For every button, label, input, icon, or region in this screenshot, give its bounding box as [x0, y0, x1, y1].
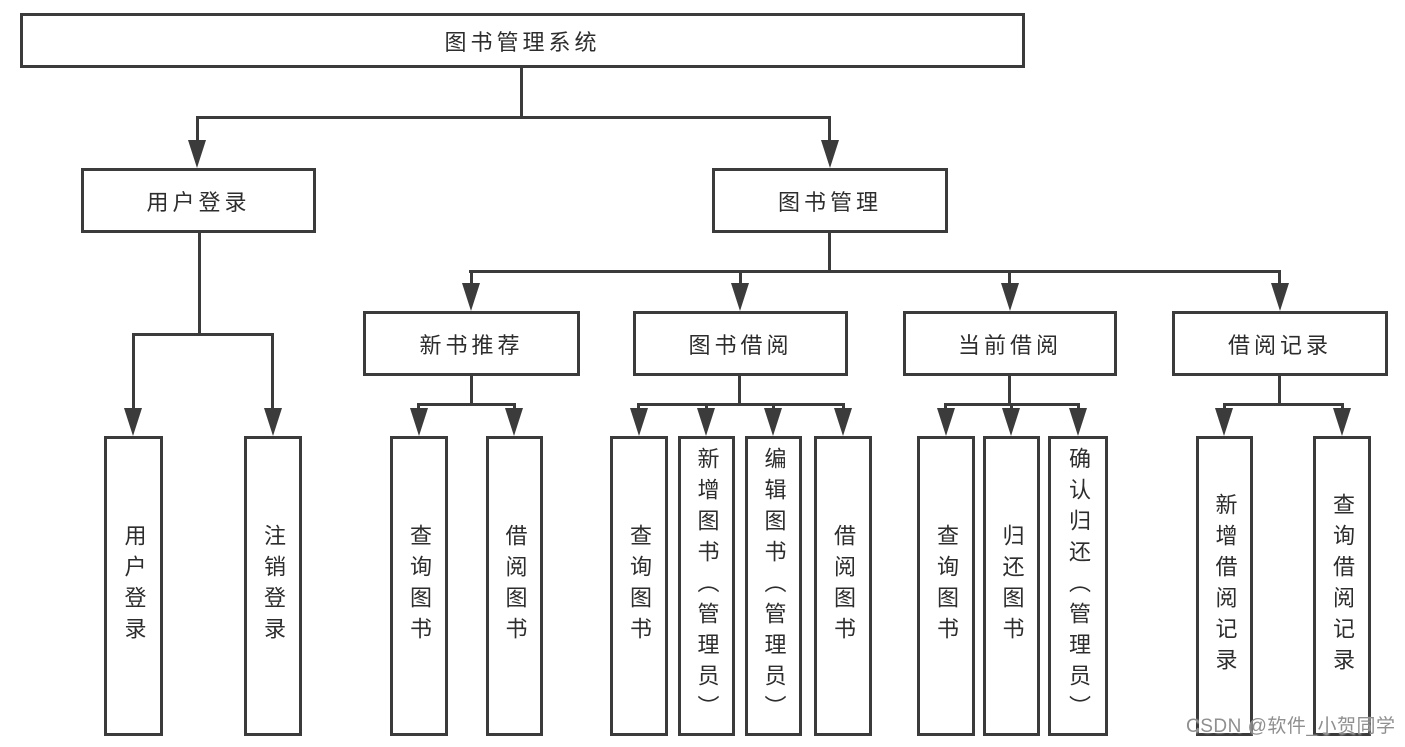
leaf-label: 注销登录 [261, 524, 286, 648]
node-borrowing-records: 借阅记录 [1172, 311, 1388, 376]
arrow-down-icon [505, 408, 523, 436]
leaf-label: 归还图书 [999, 524, 1025, 648]
connector-borrowing-records-horizontal [1223, 403, 1344, 406]
leaf-label: 用户登录 [121, 524, 147, 648]
leaf-logout: 注销登录 [244, 436, 302, 736]
arrow-down-icon [462, 283, 480, 311]
connector-book-borrowing-horizontal [637, 403, 845, 406]
connector-leaf-stub [637, 403, 640, 411]
connector-leaf-stub [513, 403, 516, 411]
node-book-management-label: 图书管理 [777, 189, 882, 215]
leaf-query-book-current: 查询图书 [917, 436, 975, 736]
connector-leaf-stub [705, 403, 708, 411]
leaf-label: 借阅图书 [831, 524, 856, 648]
connector-book-borrowing-stub [739, 270, 742, 286]
arrow-down-icon [188, 140, 206, 168]
leaf-label: 新增图书（管理员） [694, 446, 720, 726]
connector-book-management-vertical [828, 230, 831, 273]
watermark-text: CSDN @软件_小贺同学 [1186, 716, 1396, 737]
arrow-down-icon [834, 408, 852, 436]
arrow-down-icon [410, 408, 428, 436]
connector-leaf-stub [944, 403, 947, 411]
arrow-down-icon [1001, 283, 1019, 311]
node-root-label: 图书管理系统 [444, 29, 601, 55]
leaf-borrow-book: 借阅图书 [814, 436, 872, 736]
connector-root-vertical [520, 65, 523, 118]
connector-book-borrowing-vertical [738, 374, 741, 405]
node-book-borrowing: 图书借阅 [633, 311, 848, 376]
connector-new-book-stub [470, 270, 473, 286]
arrow-down-icon [124, 408, 142, 436]
leaf-borrow-book-recommend: 借阅图书 [486, 436, 543, 736]
node-book-management: 图书管理 [712, 168, 948, 233]
node-user-login-label: 用户登录 [146, 189, 251, 215]
connector-user-login-stub [196, 116, 199, 144]
leaf-add-book-admin: 新增图书（管理员） [678, 436, 735, 736]
connector-level3-horizontal [469, 270, 1281, 273]
connector-leaf-stub [1010, 403, 1013, 411]
leaf-label: 编辑图书（管理员） [761, 446, 787, 726]
leaf-edit-book-admin: 编辑图书（管理员） [745, 436, 802, 736]
node-borrowing-records-label: 借阅记录 [1227, 332, 1332, 358]
leaf-label: 确认归还（管理员） [1066, 446, 1091, 726]
connector-borrowing-records-stub [1278, 270, 1281, 286]
arrow-down-icon [764, 408, 782, 436]
arrow-down-icon [1271, 283, 1289, 311]
connector-leaf-stub [1223, 403, 1226, 411]
connector-book-management-stub [828, 116, 831, 144]
node-new-book-recommend-label: 新书推荐 [419, 332, 524, 358]
leaf-query-book-borrowing: 查询图书 [610, 436, 668, 736]
connector-leaf-stub [1077, 403, 1080, 411]
leaf-label: 新增借阅记录 [1212, 493, 1238, 679]
connector-current-borrowing-stub [1008, 270, 1011, 286]
arrow-down-icon [937, 408, 955, 436]
node-current-borrowing: 当前借阅 [903, 311, 1117, 376]
connector-user-login-horizontal [132, 333, 274, 336]
connector-current-borrowing-vertical [1008, 374, 1011, 405]
connector-leaf-stub [842, 403, 845, 411]
leaf-label: 查询图书 [627, 524, 652, 648]
connector-leaf-stub [772, 403, 775, 411]
leaf-add-borrow-record: 新增借阅记录 [1196, 436, 1253, 736]
arrow-down-icon [731, 283, 749, 311]
leaf-return-book: 归还图书 [983, 436, 1040, 736]
arrow-down-icon [1002, 408, 1020, 436]
node-user-login: 用户登录 [81, 168, 316, 233]
leaf-confirm-return-admin: 确认归还（管理员） [1048, 436, 1108, 736]
node-root: 图书管理系统 [20, 13, 1025, 68]
leaf-query-book-recommend: 查询图书 [390, 436, 448, 736]
leaf-user-login: 用户登录 [104, 436, 163, 736]
arrow-down-icon [264, 408, 282, 436]
connector-level1-horizontal [196, 116, 831, 119]
connector-user-login-vertical [198, 230, 201, 336]
node-book-borrowing-label: 图书借阅 [688, 332, 793, 358]
arrow-down-icon [821, 140, 839, 168]
leaf-label: 查询图书 [934, 524, 959, 648]
leaf-query-borrow-record: 查询借阅记录 [1313, 436, 1371, 736]
leaf-label: 查询图书 [407, 524, 432, 648]
leaf-label: 查询借阅记录 [1330, 493, 1355, 679]
connector-new-book-horizontal [417, 403, 516, 406]
arrow-down-icon [1069, 408, 1087, 436]
arrow-down-icon [1215, 408, 1233, 436]
connector-leaf-stub [1341, 403, 1344, 411]
connector-user-login-leaf1-stub [132, 333, 135, 411]
node-new-book-recommend: 新书推荐 [363, 311, 580, 376]
connector-leaf-stub [417, 403, 420, 411]
connector-new-book-vertical [470, 374, 473, 405]
connector-borrowing-records-vertical [1278, 374, 1281, 405]
node-current-borrowing-label: 当前借阅 [957, 332, 1062, 358]
arrow-down-icon [1333, 408, 1351, 436]
leaf-label: 借阅图书 [502, 524, 528, 648]
arrow-down-icon [630, 408, 648, 436]
connector-user-login-leaf2-stub [271, 333, 274, 411]
arrow-down-icon [697, 408, 715, 436]
